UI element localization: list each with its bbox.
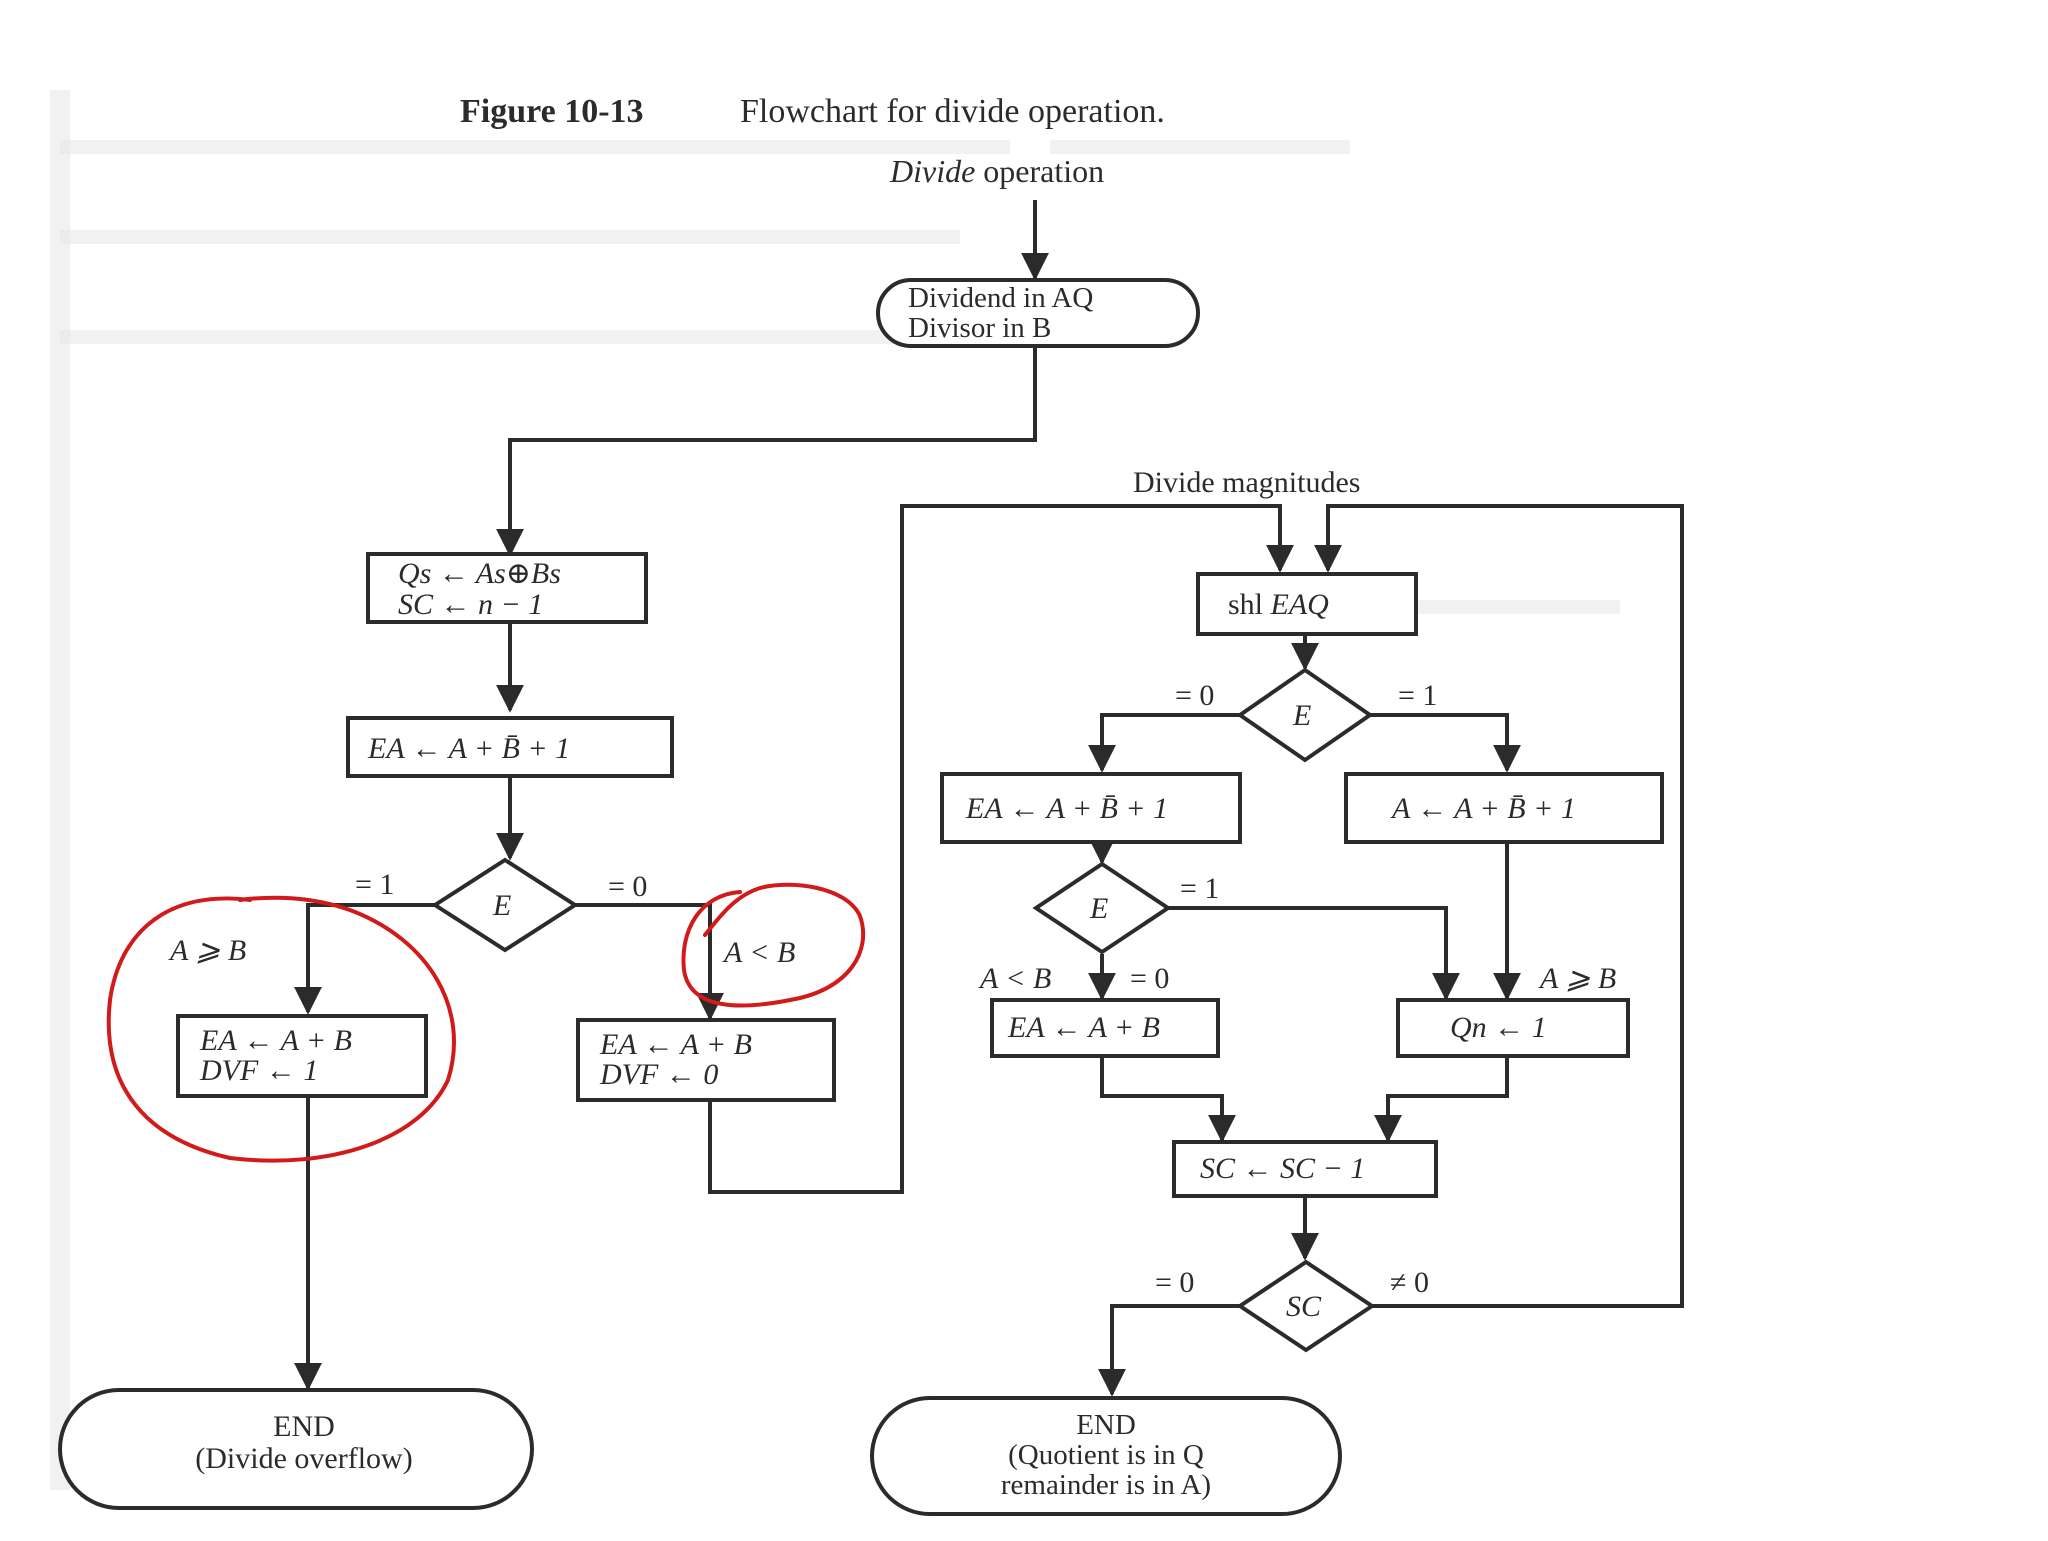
start-terminal: Dividend in AQ Divisor in B bbox=[876, 278, 1200, 348]
shl-box: shl EAQ bbox=[1196, 572, 1418, 636]
nooverflow-box-line2: DVF ← 0 bbox=[599, 1058, 718, 1091]
shl-box-text: shl EAQ bbox=[1228, 588, 1329, 621]
decision-e1-label: E bbox=[492, 889, 511, 922]
label-e2-left: = 0 bbox=[1175, 679, 1214, 712]
end-overflow-line2: (Divide overflow) bbox=[195, 1442, 412, 1475]
overflow-box-line2: DVF ← 1 bbox=[199, 1054, 318, 1087]
end-overflow-terminal: END (Divide overflow) bbox=[58, 1388, 534, 1510]
nooverflow-box-line1: EA ← A + B bbox=[599, 1028, 752, 1061]
start-terminal-line1: Dividend in AQ bbox=[908, 282, 1093, 314]
init-box-line1: Qs ← As⊕Bs bbox=[398, 557, 561, 590]
end-normal-line1: END bbox=[1076, 1409, 1136, 1441]
decision-e2: E bbox=[1236, 667, 1374, 763]
connectors bbox=[294, 200, 1684, 1397]
annotation-circle-left bbox=[106, 895, 456, 1163]
decision-sc: SC bbox=[1236, 1259, 1376, 1353]
left-sub-box-text: EA ← A + B̄ + 1 bbox=[965, 792, 1168, 825]
end-normal-line2: (Quotient is in Q bbox=[1008, 1439, 1204, 1471]
figure-caption-text: Flowchart for divide operation. bbox=[740, 93, 1165, 130]
end-overflow-line1: END bbox=[273, 1410, 335, 1443]
sc-box: SC ← SC − 1 bbox=[1172, 1140, 1438, 1198]
nooverflow-box: EA ← A + B DVF ← 0 bbox=[576, 1018, 836, 1102]
restore-box-text: EA ← A + B bbox=[1007, 1011, 1160, 1044]
label-e1-right: = 0 bbox=[608, 870, 647, 903]
decision-e3: E bbox=[1032, 861, 1172, 955]
decision-sc-label: SC bbox=[1286, 1290, 1322, 1323]
figure-caption-number: Figure 10-13 bbox=[460, 93, 644, 130]
qn-box: Qn ← 1 bbox=[1396, 998, 1630, 1058]
label-e3-lt: A < B bbox=[978, 962, 1051, 995]
qn-box-text: Qn ← 1 bbox=[1450, 1011, 1547, 1044]
decision-e2-label: E bbox=[1292, 699, 1311, 732]
scan-background bbox=[50, 90, 1620, 1490]
red-annotation-circles bbox=[106, 882, 866, 1163]
left-sub-box: EA ← A + B̄ + 1 bbox=[940, 772, 1242, 844]
annotation-circle-right bbox=[681, 882, 866, 1008]
overflow-box-line1: EA ← A + B bbox=[199, 1024, 352, 1057]
start-terminal-line2: Divisor in B bbox=[908, 312, 1051, 344]
sub-box-text: EA ← A + B̄ + 1 bbox=[367, 732, 570, 765]
end-normal-line3: remainder is in A) bbox=[1001, 1469, 1211, 1501]
label-e1-left: = 1 bbox=[355, 868, 394, 901]
sub-box: EA ← A + B̄ + 1 bbox=[346, 716, 674, 778]
decision-e3-label: E bbox=[1089, 892, 1108, 925]
label-e2-right: = 1 bbox=[1398, 679, 1437, 712]
label-sc-right: ≠ 0 bbox=[1390, 1266, 1429, 1299]
label-sc-left: = 0 bbox=[1155, 1266, 1194, 1299]
sc-box-text: SC ← SC − 1 bbox=[1200, 1152, 1365, 1185]
end-normal-terminal: END (Quotient is in Q remainder is in A) bbox=[870, 1396, 1342, 1516]
label-e3-right: = 1 bbox=[1180, 872, 1219, 905]
branch-labels: = 1 = 0 A ⩾ B A < B = 0 = 1 = 1 = 0 A < … bbox=[168, 679, 1616, 1299]
divide-magnitudes-label: Divide magnitudes bbox=[1133, 466, 1360, 499]
label-right-ge: A ⩾ B bbox=[1538, 962, 1616, 995]
right-sub-box-text: A ← A + B̄ + 1 bbox=[1390, 792, 1576, 825]
init-box: Qs ← As⊕Bs SC ← n − 1 bbox=[366, 552, 648, 624]
restore-box: EA ← A + B bbox=[990, 998, 1220, 1058]
decision-e1: E bbox=[431, 857, 579, 953]
start-label: Divide operation bbox=[889, 153, 1104, 189]
label-e3-down: = 0 bbox=[1130, 962, 1169, 995]
init-box-line2: SC ← n − 1 bbox=[398, 588, 543, 621]
label-a-ge-b: A ⩾ B bbox=[168, 934, 246, 967]
label-a-lt-b: A < B bbox=[722, 936, 795, 969]
overflow-box: EA ← A + B DVF ← 1 bbox=[176, 1014, 428, 1098]
right-sub-box: A ← A + B̄ + 1 bbox=[1344, 772, 1664, 844]
